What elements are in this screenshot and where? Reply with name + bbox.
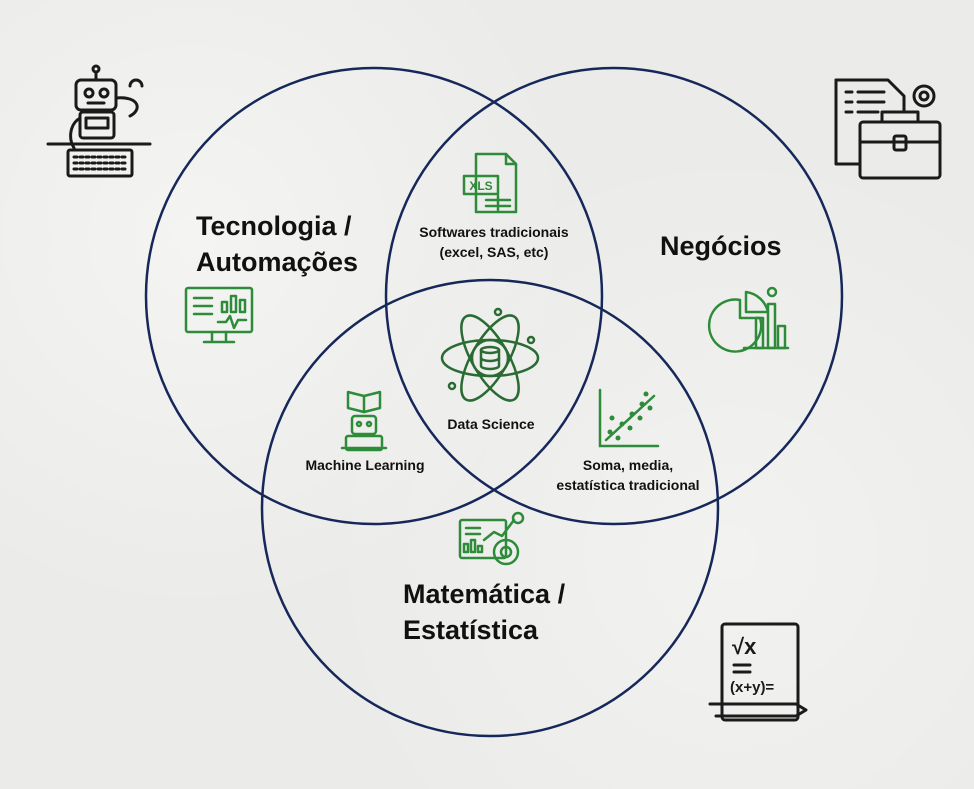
set-label-tecnologia-line1: Tecnologia / [196, 211, 352, 241]
robot-icon [46, 64, 152, 178]
intersection-label-estatistica-line2: estatística tradicional [556, 477, 700, 493]
set-label-negocios: Negócios [660, 231, 782, 261]
math-notebook-icon [708, 622, 808, 722]
set-label-matematica-line2: Estatística [403, 615, 539, 645]
set-label-matematica: Matemática / Estatística [403, 576, 565, 648]
excel-file-icon [462, 152, 518, 214]
intersection-label-softwares-line2: (excel, SAS, etc) [439, 244, 549, 260]
pie-bar-chart-icon [707, 286, 790, 353]
scatter-points [607, 391, 653, 441]
scatter-plot-icon [598, 388, 660, 448]
circle-matematica [260, 278, 720, 738]
intersection-label-softwares-line1: Softwares tradicionais [419, 224, 569, 240]
math-sqrt-text: √x [732, 634, 757, 659]
intersection-label-estatistica: Soma, media, estatística tradicional [542, 455, 714, 495]
atom-database-icon [440, 307, 540, 402]
circle-tecnologia [144, 66, 604, 526]
reading-robot-icon [340, 390, 388, 452]
set-label-tecnologia: Tecnologia / Automações [196, 208, 358, 280]
set-label-tecnologia-line2: Automações [196, 247, 359, 277]
excel-file-text: XLS [469, 179, 492, 193]
intersection-label-softwares: Softwares tradicionais (excel, SAS, etc) [404, 222, 584, 262]
math-equation-text: (x+y)= [730, 679, 774, 696]
center-label-data-science: Data Science [447, 416, 535, 432]
monitor-dashboard-icon [184, 286, 254, 344]
analytics-dashboard-icon [458, 511, 525, 566]
set-label-matematica-line1: Matemática / [403, 579, 566, 609]
business-briefcase-icon [834, 78, 942, 180]
circle-negocios [384, 66, 844, 526]
intersection-label-estatistica-line1: Soma, media, [582, 457, 674, 473]
intersection-label-machine-learning: Machine Learning [305, 457, 425, 473]
